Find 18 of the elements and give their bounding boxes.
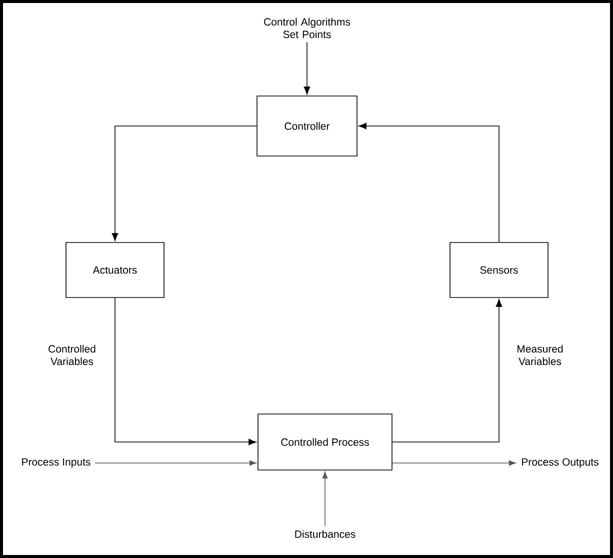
text-label: Control Algorithms Set Points	[264, 18, 350, 38]
arrow	[94, 460, 256, 466]
text-label: Process Outputs	[522, 458, 598, 468]
edge-label: Measured Variables	[518, 344, 563, 366]
arrow	[392, 460, 516, 466]
edge-label: Controlled Variables	[48, 344, 96, 366]
arrow	[322, 472, 328, 526]
process-box: Controller	[256, 96, 358, 156]
text-label: Process Inputs	[22, 458, 90, 468]
arrow	[392, 299, 502, 442]
text-label: Disturbances	[295, 530, 356, 538]
process-box: Sensors	[450, 242, 548, 298]
arrow	[112, 126, 257, 241]
process-box: Actuators	[66, 242, 164, 298]
arrow	[114, 298, 256, 446]
arrow	[358, 122, 500, 242]
arrow	[304, 42, 310, 94]
process-box: Controlled Process	[258, 414, 392, 470]
